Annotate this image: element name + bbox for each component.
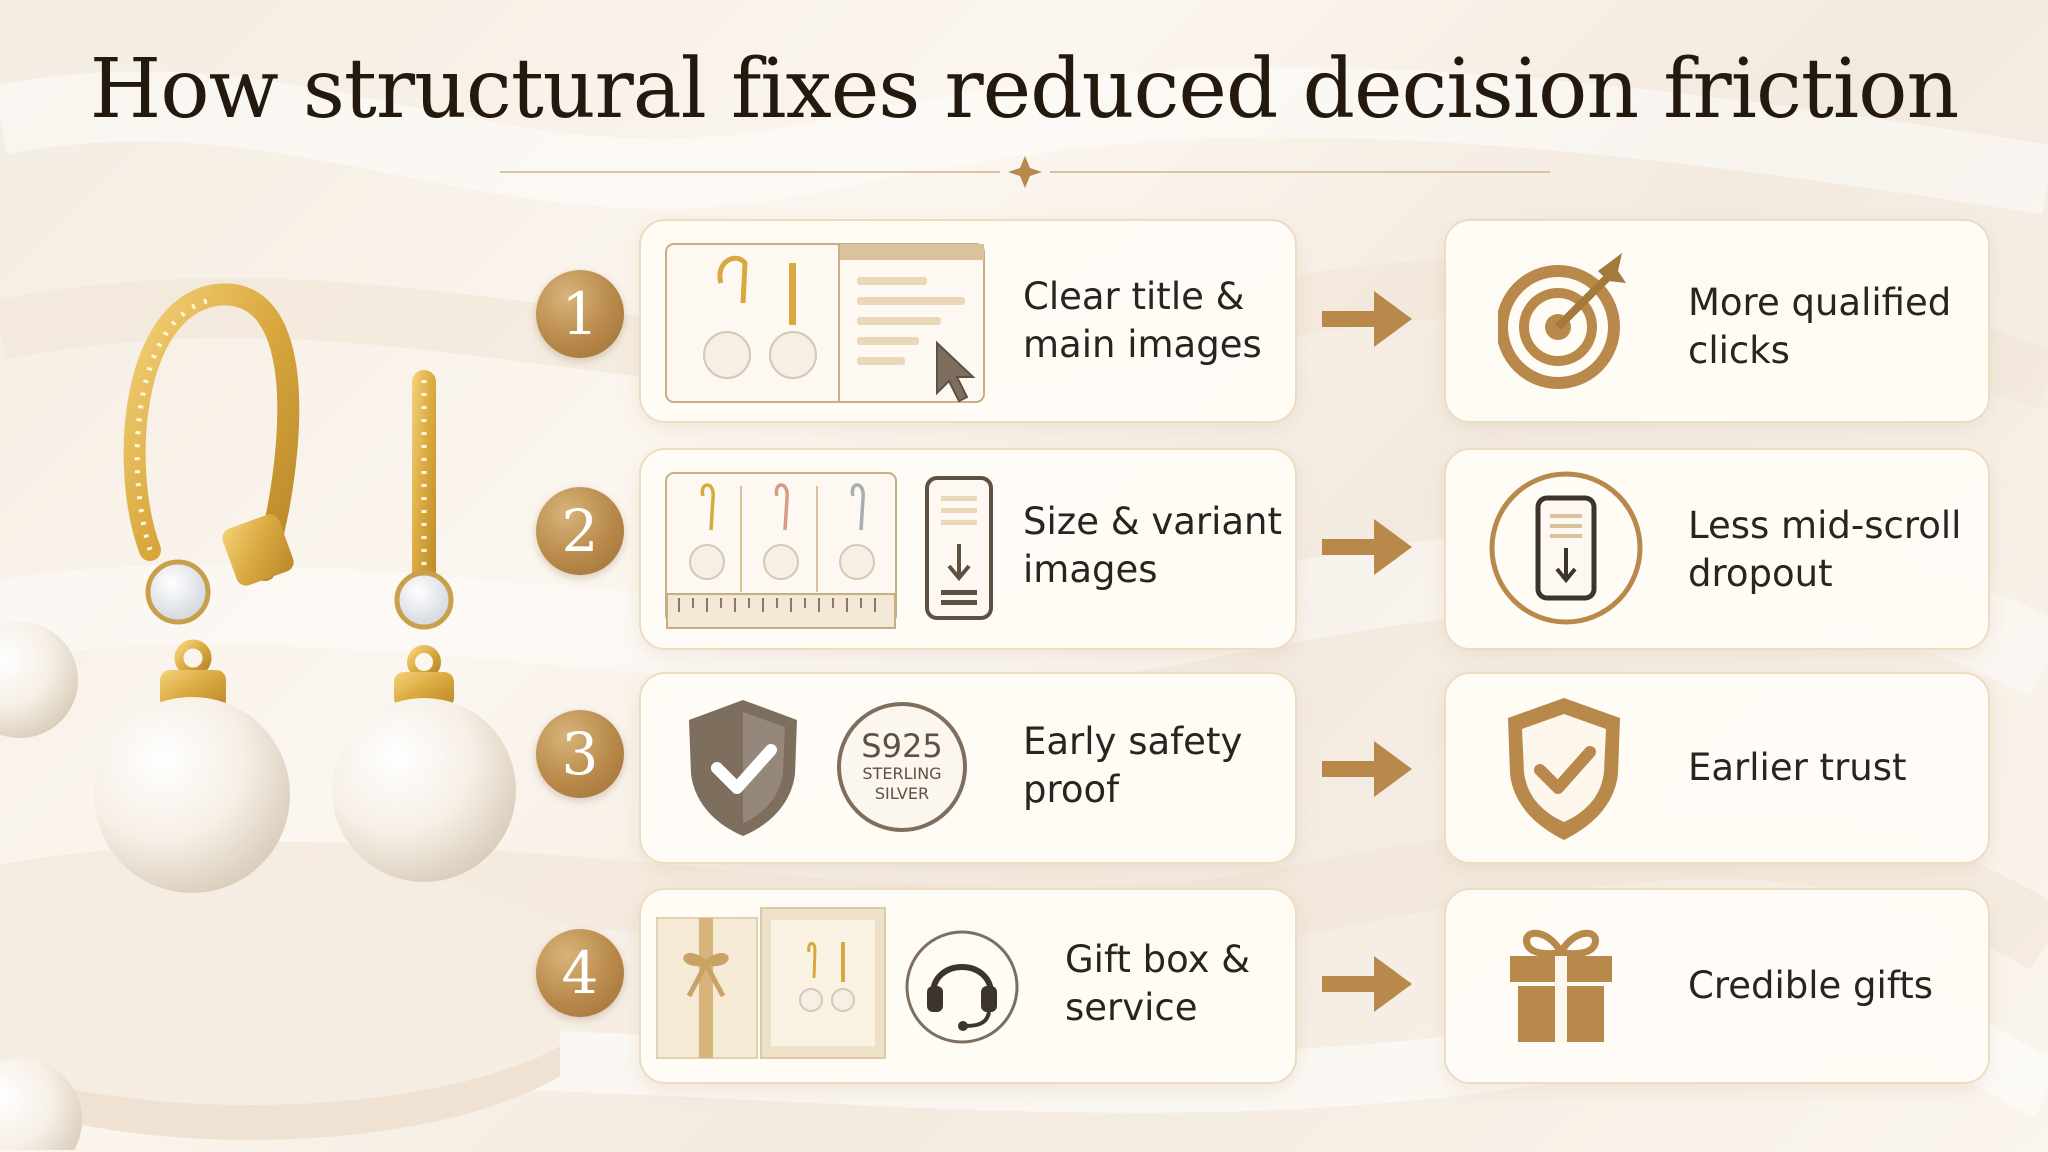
step-number-3: 3: [536, 710, 624, 798]
arrow-right-icon: [1322, 741, 1412, 797]
phone-scroll-icon: [1489, 471, 1643, 625]
shield-check-icon: [1508, 698, 1620, 840]
sparkle-icon: [1008, 156, 1042, 188]
result-label-1: More qualified clicks: [1688, 281, 1952, 372]
arrow-right-icon: [1322, 519, 1412, 575]
fix-label-1: Clear title & main images: [1023, 275, 1262, 366]
silver-stamp-icon: S925 STERLING SILVER: [837, 702, 967, 832]
gift-icon: [1510, 929, 1612, 1042]
result-card-1: More qualified clicks: [1444, 219, 1990, 423]
arrow-right-icon: [1322, 291, 1412, 347]
pearl-earrings-image: [0, 283, 560, 1150]
fix-card-4: Gift box & service: [639, 888, 1297, 1084]
result-card-2: Less mid-scroll dropout: [1444, 448, 1990, 650]
step-number-2: 2: [536, 487, 624, 575]
step-number-1: 1: [536, 270, 624, 358]
listing-illustration: [665, 243, 985, 403]
listing-page-icon: [857, 277, 965, 365]
earring-photo-icon: [703, 255, 817, 379]
ruler-icon: [666, 593, 896, 629]
step-number-4: 4: [536, 929, 624, 1017]
result-label-4: Credible gifts: [1688, 964, 1933, 1007]
shield-check-icon: [689, 700, 797, 836]
seal-line-1: STERLING: [862, 764, 942, 783]
headset-icon: [905, 930, 1019, 1044]
title-divider: [500, 156, 1550, 188]
gift-box-icon: [656, 907, 886, 1059]
target-icon: [1498, 253, 1626, 389]
seal-line-2: SILVER: [874, 784, 930, 803]
fix-card-1: Clear title & main images: [639, 219, 1297, 423]
fix-label-3: Early safety proof: [1023, 720, 1243, 811]
fix-label-2: Size & variant images: [1023, 500, 1283, 591]
variant-illustration: [665, 472, 993, 629]
fix-label-4: Gift box & service: [1065, 938, 1251, 1029]
phone-scroll-icon: [925, 476, 993, 620]
cursor-icon: [936, 340, 976, 403]
arrow-right-icon: [1322, 956, 1412, 1012]
page-title: How structural fixes reduced decision fr…: [89, 42, 1960, 137]
fix-card-2: Size & variant images: [639, 448, 1297, 650]
fix-card-3: S925 STERLING SILVER Early safety proof: [639, 672, 1297, 864]
result-label-2: Less mid-scroll dropout: [1688, 504, 1962, 595]
result-card-3: Earlier trust: [1444, 672, 1990, 864]
result-card-4: Credible gifts: [1444, 888, 1990, 1084]
result-label-3: Earlier trust: [1688, 746, 1907, 789]
seal-grade: S925: [861, 727, 943, 765]
variant-photos-icon: [689, 483, 875, 592]
